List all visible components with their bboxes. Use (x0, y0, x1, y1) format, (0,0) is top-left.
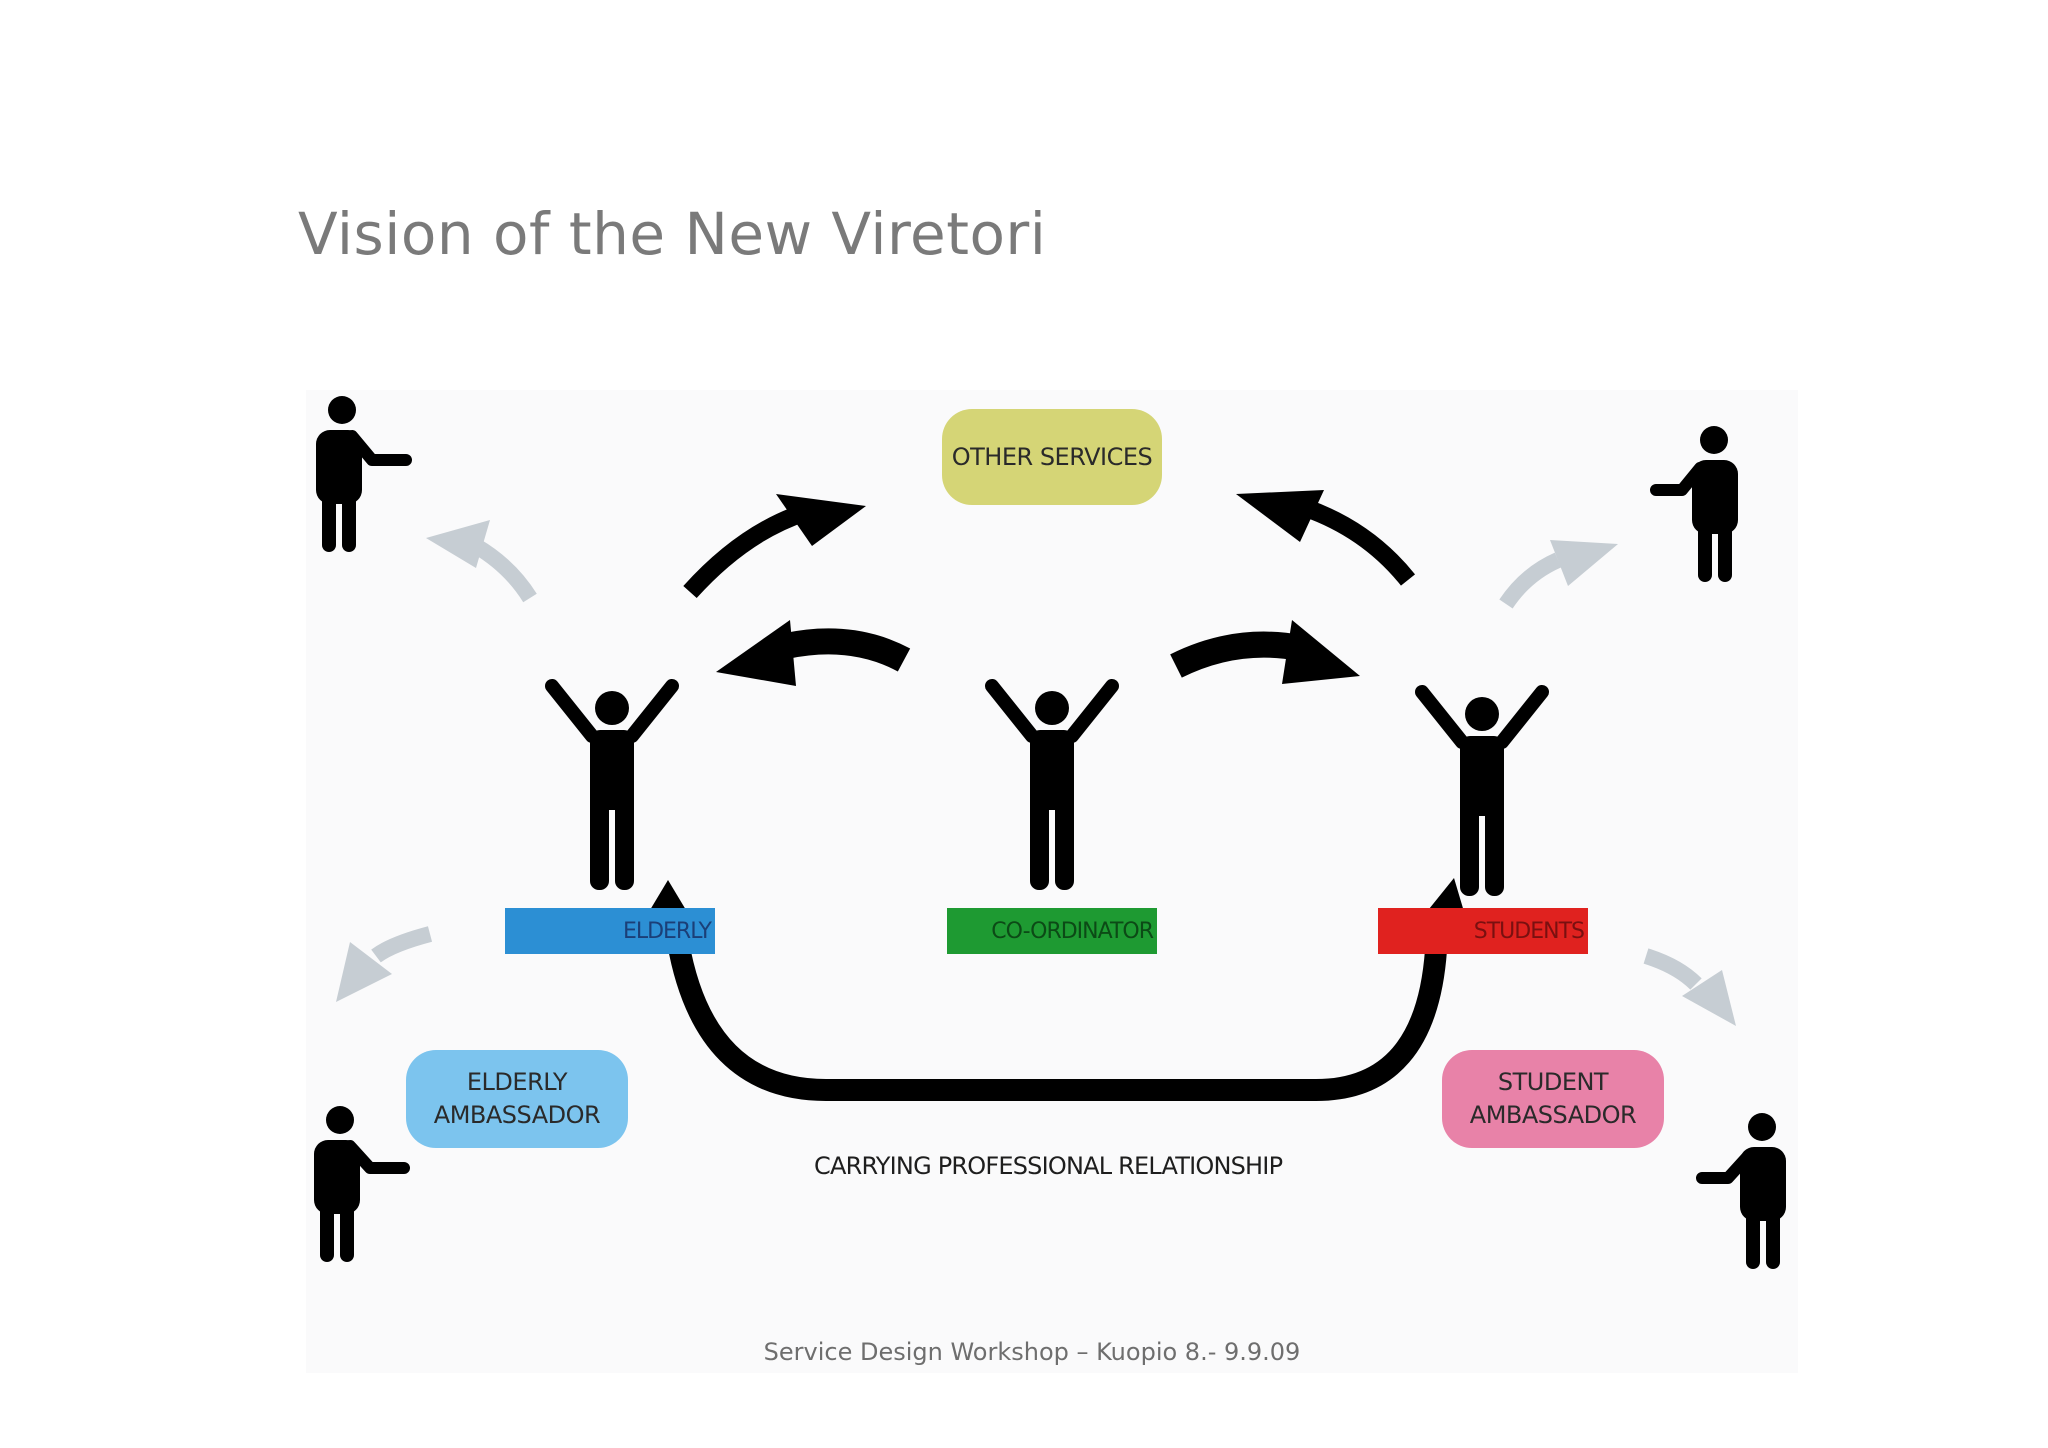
faded-arrow-bottom-left-icon (336, 926, 433, 1002)
elderly-ambassador-box: ELDERLY AMBASSADOR (406, 1050, 628, 1148)
students-bar-label: STUDENTS (1473, 918, 1585, 944)
other-services-box: OTHER SERVICES (942, 409, 1162, 505)
diagram-artwork (314, 396, 1786, 1269)
slide-footer: Service Design Workshop – Kuopio 8.- 9.9… (763, 1338, 1301, 1366)
elderly-bar: ELDERLY (505, 908, 715, 954)
slide-title: Vision of the New Viretori (298, 200, 1047, 268)
coordinator-bar-label: CO-ORDINATOR (991, 918, 1154, 944)
student-ambassador-label: STUDENT AMBASSADOR (1469, 1068, 1637, 1129)
students-bar: STUDENTS (1378, 908, 1588, 954)
elderly-bar-label: ELDERLY (622, 918, 712, 944)
elderly-person-icon (545, 679, 679, 890)
corner-person-top-left-icon (316, 396, 412, 552)
diagram-panel: OTHER SERVICES ELDERLY AMBASSADOR STUDEN… (306, 390, 1798, 1373)
corner-person-bottom-left-icon (314, 1106, 410, 1262)
arrow-services-to-students-icon (1236, 490, 1416, 586)
arrow-elderly-to-services-icon (683, 494, 866, 599)
other-services-label: OTHER SERVICES (951, 442, 1153, 471)
elderly-ambassador-label: ELDERLY AMBASSADOR (433, 1068, 601, 1129)
faded-arrow-top-right-icon (1499, 540, 1618, 609)
corner-person-top-right-icon (1650, 426, 1738, 582)
corner-person-bottom-right-icon (1696, 1113, 1786, 1269)
faded-arrow-top-left-icon (426, 520, 537, 603)
coordinator-person-icon (985, 679, 1119, 890)
arrow-coordinator-to-elderly-icon (716, 620, 911, 686)
relationship-caption: CARRYING PROFESSIONAL RELATIONSHIP (814, 1152, 1283, 1180)
arrow-coordinator-to-students-icon (1170, 620, 1360, 684)
students-person-icon (1415, 685, 1549, 896)
student-ambassador-box: STUDENT AMBASSADOR (1442, 1050, 1664, 1148)
coordinator-bar: CO-ORDINATOR (947, 908, 1157, 954)
faded-arrow-bottom-right-icon (1643, 948, 1736, 1026)
